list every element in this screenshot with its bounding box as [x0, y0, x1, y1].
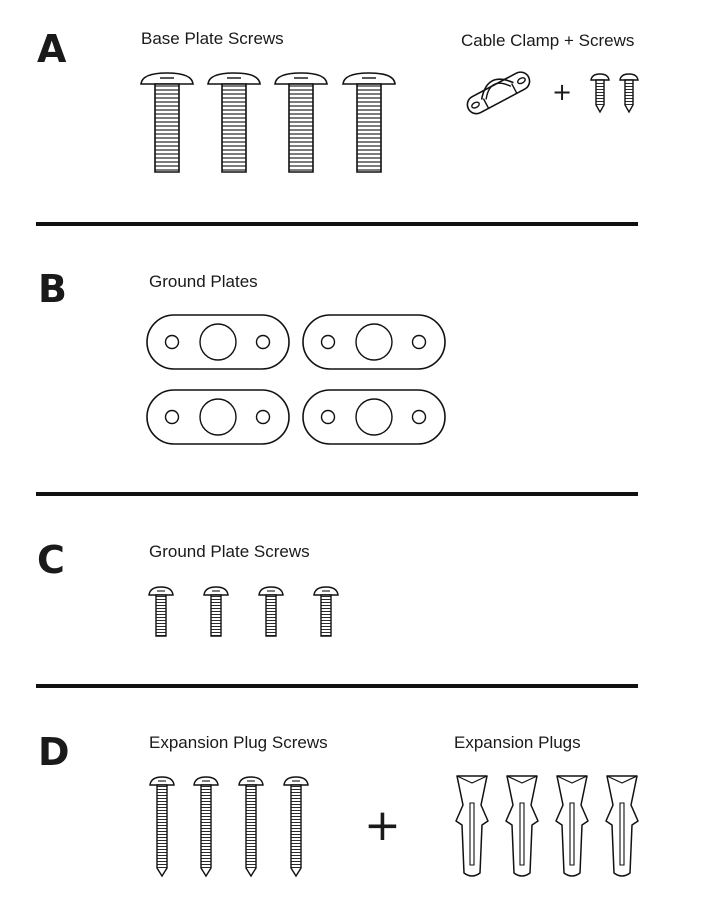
expansion-plug-icon: [454, 775, 490, 879]
expansion-plug-screws-label: Expansion Plug Screws: [149, 733, 328, 752]
expansion-plug-screw-icon: [283, 776, 309, 878]
ground-plate-screw-icon: [313, 586, 339, 638]
small-screw-icon: [590, 73, 610, 113]
expansion-plug-icon: [504, 775, 540, 879]
expansion-plug-screw-icon: [149, 776, 175, 878]
base-plate-screw-icon: [206, 72, 262, 174]
ground-plate-screws-label: Ground Plate Screws: [149, 542, 310, 561]
section-c-letter: C: [37, 538, 65, 582]
cable-clamp-icon: [462, 64, 534, 120]
ground-plate-icon: [146, 314, 290, 370]
ground-plate-screw-icon: [203, 586, 229, 638]
base-plate-screw-icon: [341, 72, 397, 174]
section-a-letter: A: [37, 27, 67, 71]
plus-sign: +: [552, 78, 573, 106]
expansion-plug-screw-icon: [193, 776, 219, 878]
section-b-letter: B: [38, 267, 67, 311]
base-plate-screw-icon: [273, 72, 329, 174]
plus-sign: +: [364, 800, 401, 851]
ground-plate-icon: [302, 314, 446, 370]
small-screw-icon: [619, 73, 639, 113]
ground-plate-screw-icon: [258, 586, 284, 638]
section-d-letter: D: [38, 730, 70, 774]
section-divider: [36, 492, 638, 496]
section-divider: [36, 222, 638, 226]
base-plate-screws-label: Base Plate Screws: [141, 29, 284, 48]
ground-plate-icon: [146, 389, 290, 445]
ground-plate-screw-icon: [148, 586, 174, 638]
expansion-plug-screw-icon: [238, 776, 264, 878]
ground-plates-label: Ground Plates: [149, 272, 258, 291]
base-plate-screw-icon: [139, 72, 195, 174]
cable-clamp-screws-label: Cable Clamp + Screws: [461, 31, 635, 50]
expansion-plugs-label: Expansion Plugs: [454, 733, 581, 752]
section-divider: [36, 684, 638, 688]
ground-plate-icon: [302, 389, 446, 445]
expansion-plug-icon: [604, 775, 640, 879]
expansion-plug-icon: [554, 775, 590, 879]
